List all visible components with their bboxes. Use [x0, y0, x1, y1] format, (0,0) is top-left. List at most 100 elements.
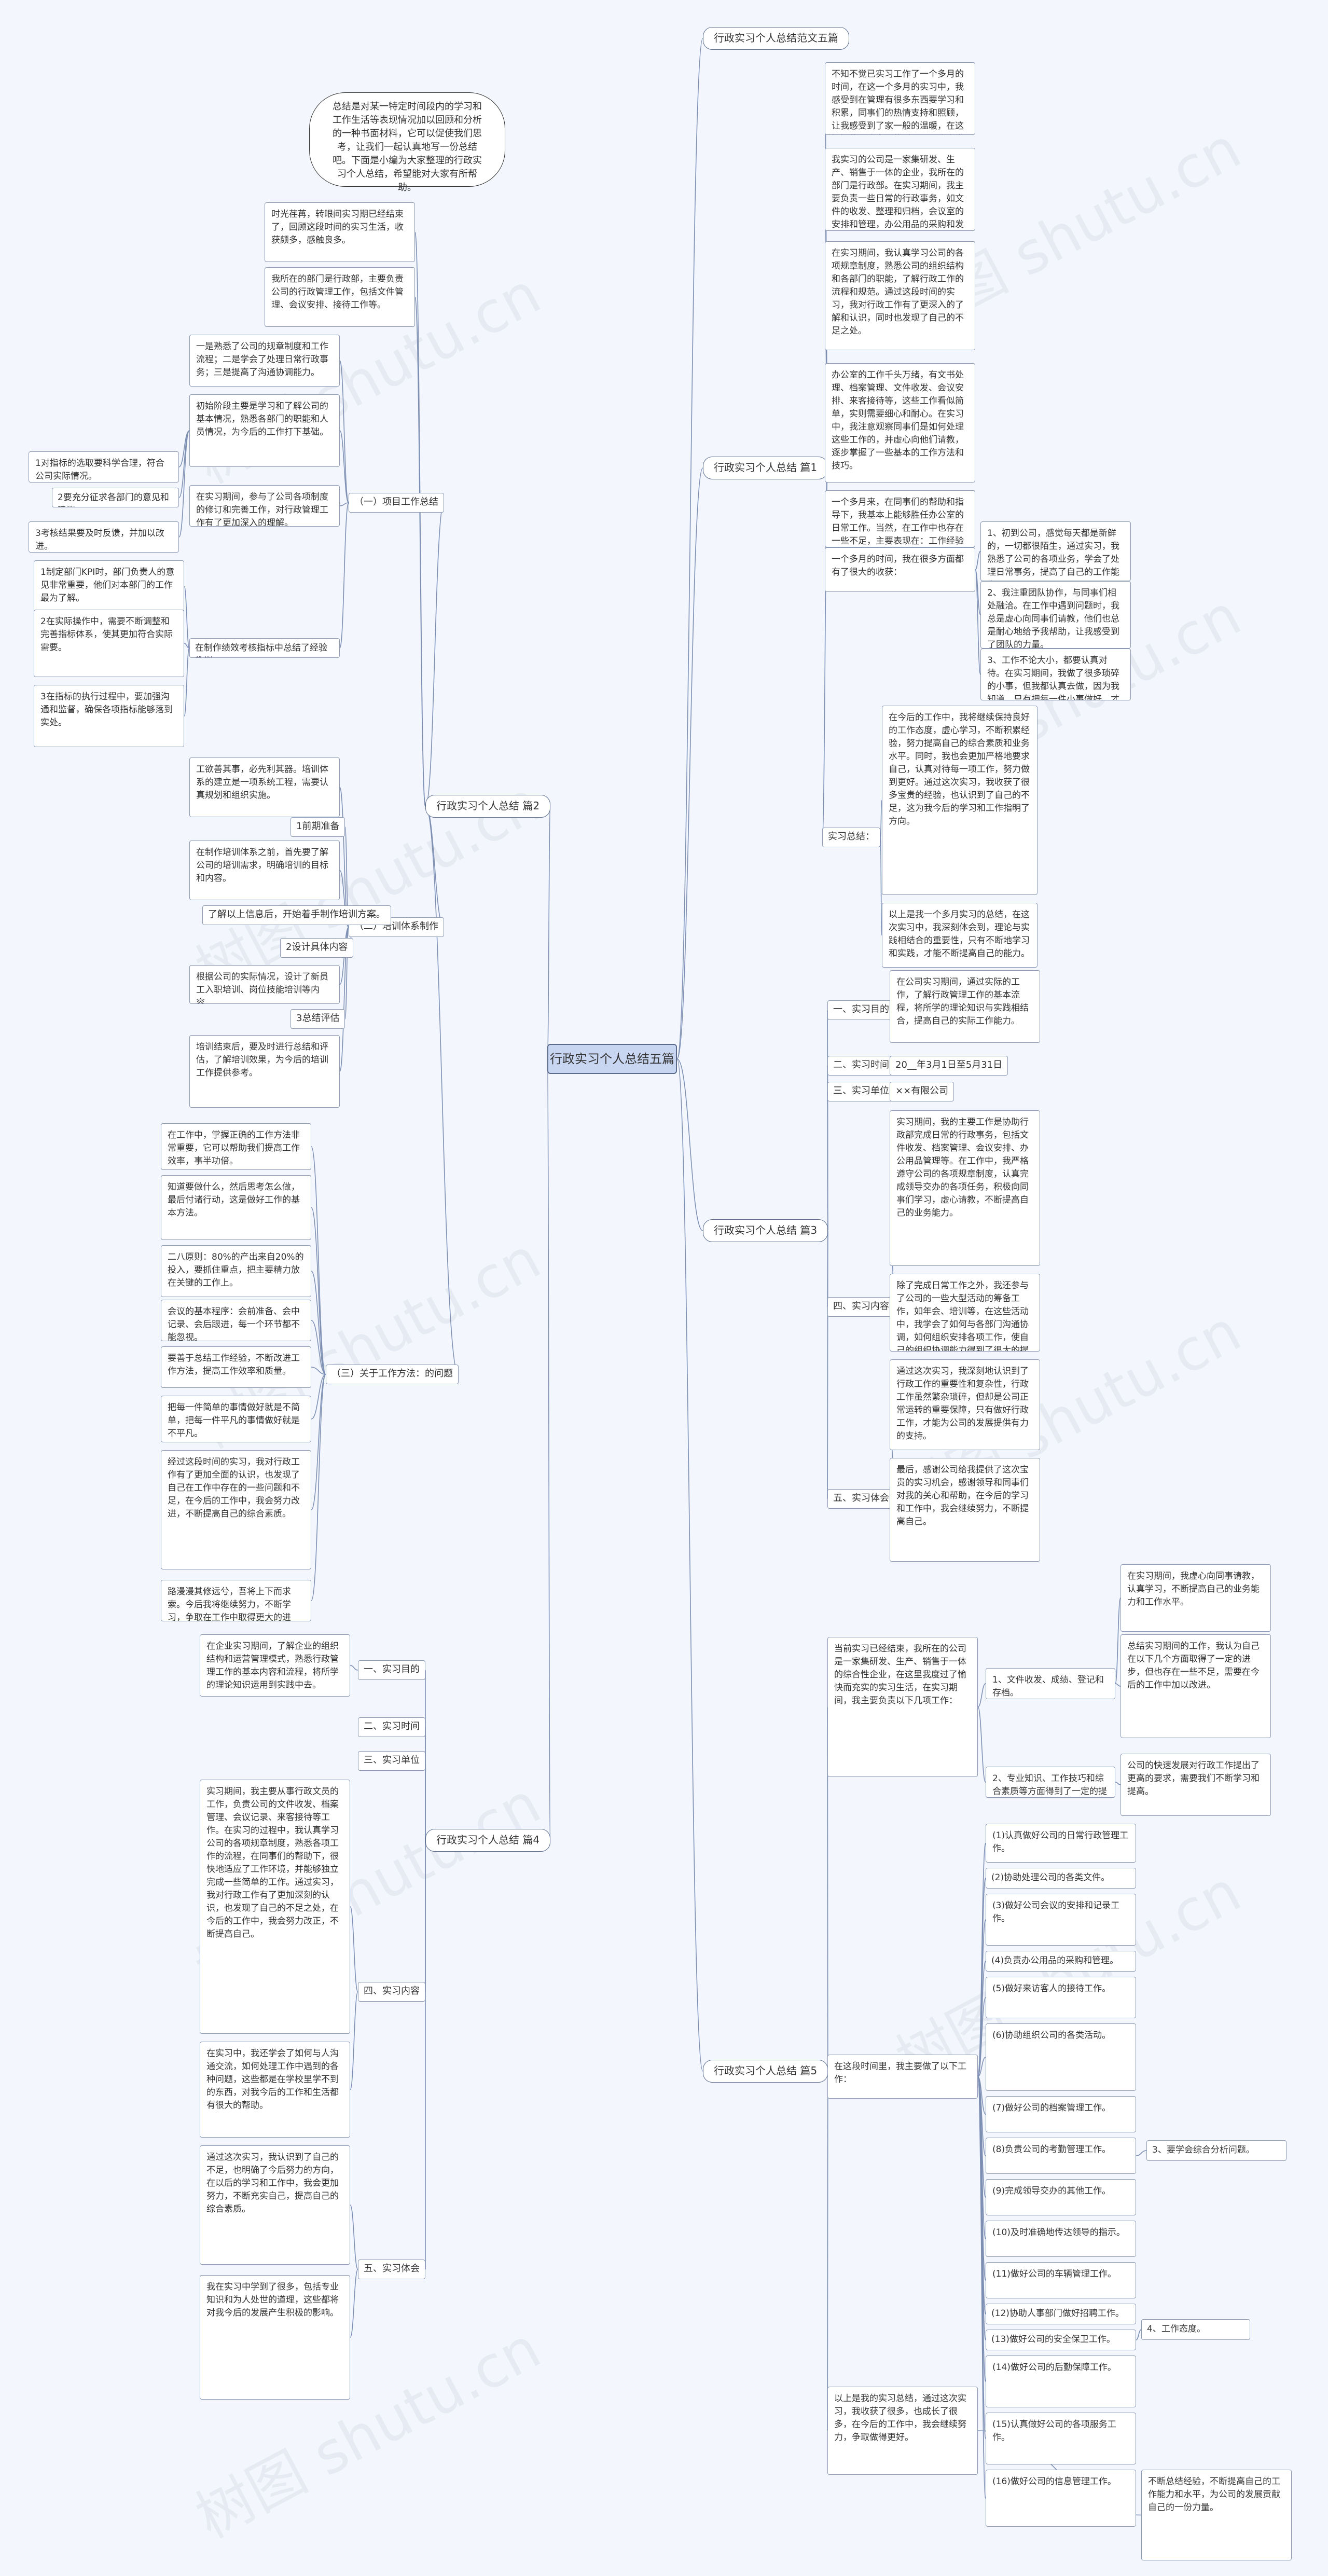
p5-list-item: (12)协助人事部门做好招聘工作。 — [986, 2304, 1136, 2324]
branch-pian1[interactable]: 行政实习个人总结 篇1 — [703, 457, 828, 479]
connector-line — [827, 2071, 828, 2431]
p5-item-note: 在实习期间，我虚心向同事请教，认真学习，不断提高自己的业务能力和工作水平。 — [1120, 1564, 1271, 1632]
p2-training-item: 了解以上信息后，开始着手制作培训方案。 — [202, 905, 391, 925]
p2-section1-sub-label: 在制作绩效考核指标中总结了经验教训： — [189, 638, 340, 658]
p4-section-text: 在实习中，我还学会了如何与人沟通交流，如何处理工作中遇到的各种问题，这些都是在学… — [200, 2042, 350, 2138]
connector-line — [311, 1374, 326, 1510]
p1-paragraph: 不知不觉已实习工作了一个多月的时间，在这一个多月的实习中，我感受到在管理有很多东… — [825, 62, 975, 135]
p4-section-text: 我在实习中学到了很多，包括专业知识和为人处世的道理，这些都将对我今后的发展产生积… — [200, 2275, 350, 2400]
connector-line — [975, 569, 981, 675]
p5-item-note: 公司的快速发展对行政工作提出了更高的要求，需要我们不断学习和提高。 — [1120, 1754, 1271, 1816]
connector-line — [344, 927, 349, 1020]
p2-section1-item: 初始阶段主要是学习和了解公司的基本情况，熟悉各部门的职能和人员情况，为今后的工作… — [189, 394, 340, 467]
p2-kpi-lesson: 2在实际操作中，需要不断调整和完善指标体系，使其更加符合实际需要。 — [34, 610, 184, 677]
p5-list-item: (1)认真做好公司的日常行政管理工作。 — [986, 1824, 1136, 1863]
branch-pian4[interactable]: 行政实习个人总结 篇4 — [425, 1829, 551, 1852]
connector-line — [350, 2205, 358, 2270]
connector-line — [676, 38, 703, 1059]
p3-section-label: 二、实习时间 — [827, 1056, 895, 1076]
p5-item: 1、文件收发、成绩、登记和存档。 — [986, 1668, 1115, 1699]
p5-list-item: (9)完成领导交办的其他工作。 — [986, 2179, 1136, 2215]
p3-section-text: 除了完成日常工作之外，我还参与了公司的一些大型活动的筹备工作，如年会、培训等，在… — [890, 1274, 1040, 1352]
p5-closing-note: 不断总结经验，不断提高自己的工作能力和水平，为公司的发展贡献自己的一份力量。 — [1141, 2470, 1292, 2560]
p5-list-item: (4)负责办公用品的采购和管理。 — [986, 1951, 1136, 1972]
p3-section-label: 五、实习体会 — [827, 1489, 895, 1509]
p5-list-item: (8)负责公司的考勤管理工作。 — [986, 2138, 1136, 2174]
connector-line — [547, 1058, 551, 1841]
connector-line — [676, 1058, 703, 2072]
p5-list-label: 在这段时间里，我主要做了以下工作： — [827, 2055, 978, 2099]
p2-method-item: 经过这段时间的实习，我对行政工作有了更加全面的认识，也发现了自己在工作中存在的一… — [161, 1450, 311, 1569]
p4-section-label: 三、实习单位 — [358, 1751, 425, 1771]
connector-line — [977, 1683, 986, 1707]
connector-line — [425, 806, 445, 928]
p2-section1-label: （一）项目工作总结 — [349, 493, 444, 513]
root-topic[interactable]: 行政实习个人总结五篇 — [547, 1044, 677, 1074]
connector-line — [350, 1906, 358, 1992]
p1-harvest-item: 1、初到公司，感觉每天都是新鲜的，一切都很陌生，通过实习，我熟悉了公司的各项业务… — [980, 521, 1131, 581]
connector-line — [184, 586, 190, 649]
p4-section-label: 四、实习内容 — [358, 1982, 425, 2002]
branch-fanwen[interactable]: 行政实习个人总结范文五篇 — [703, 27, 849, 50]
p2-training-item: 工欲善其事，必先利其器。培训体系的建立是一项系统工程，需要认真规划和组织实施。 — [189, 757, 340, 817]
connector-line — [311, 1207, 326, 1375]
p4-section-text: 通过这次实习，我认识到了自己的不足，也明确了今后努力的方向，在以后的学习和工作中… — [200, 2145, 350, 2265]
p5-list-item: (15)认真做好公司的各项服务工作。 — [986, 2413, 1136, 2464]
connector-line — [827, 1230, 828, 1499]
p5-intro: 当前实习已经结束，我所在的公司是一家集研发、生产、销售于一体的综合性企业，在这里… — [827, 1637, 978, 1777]
connector-line — [339, 927, 349, 1072]
p2-training-item: 2设计具体内容 — [280, 938, 354, 958]
p4-section-text: 在企业实习期间，了解企业的组织结构和运营管理模式，熟悉行政管理工作的基本内容和流… — [200, 1634, 350, 1697]
p3-section-label: 一、实习目的 — [827, 1000, 895, 1020]
p1-practice-item: 以上是我一个多月实习的总结，在这次实习中，我深刻体会到，理论与实践相结合的重要性… — [882, 903, 1038, 968]
connector-line — [311, 1374, 326, 1601]
connector-line — [1136, 2329, 1142, 2340]
p5-side-note: 4、工作态度。 — [1141, 2319, 1250, 2340]
p2-method-item: 要善于总结工作经验，不断改进工作方法，提高工作效率和质量。 — [161, 1346, 311, 1388]
connector-line — [1115, 1683, 1121, 1687]
connector-line — [311, 1271, 326, 1375]
p5-list-item: (3)做好公司会议的安排和记录工作。 — [986, 1894, 1136, 1946]
branch-pian2[interactable]: 行政实习个人总结 篇2 — [425, 795, 551, 818]
branch-pian3[interactable]: 行政实习个人总结 篇3 — [703, 1219, 828, 1242]
connector-line — [425, 806, 459, 1375]
p2-training-item: 在制作培训体系之前，首先要了解公司的培训需求，明确培训的目标和内容。 — [189, 841, 340, 900]
connector-line — [880, 800, 882, 838]
p4-section-label: 二、实习时间 — [358, 1717, 425, 1737]
connector-line — [184, 643, 190, 649]
p3-section-text: 实习期间，我的主要工作是协助行政部完成日常的行政事务，包括文件收发、档案管理、会… — [890, 1110, 1040, 1266]
p5-list-item: (14)做好公司的后勤保障工作。 — [986, 2355, 1136, 2407]
p2-kpi-note: 2要充分征求各部门的意见和建议。 — [52, 488, 179, 507]
connector-line — [311, 1374, 326, 1420]
p4-section-text: 实习期间，我主要从事行政文员的工作，负责公司的文件收发、档案管理、会议记录、来客… — [200, 1780, 350, 2034]
p2-method-item: 二八原则：80%的产出来自20%的投入，要抓住重点，把主要精力放在关键的工作上。 — [161, 1245, 311, 1297]
p5-list-item: (7)做好公司的档案管理工作。 — [986, 2096, 1136, 2132]
p3-section-text: ××有限公司 — [890, 1082, 955, 1101]
connector-line — [425, 502, 445, 807]
p1-paragraph: 我实习的公司是一家集研发、生产、销售于一体的企业，我所在的部门是行政部。在实习期… — [825, 148, 975, 231]
connector-line — [311, 1146, 326, 1375]
connector-line — [184, 648, 190, 717]
connector-line — [311, 1320, 326, 1375]
connector-line — [880, 837, 882, 936]
p2-kpi-lesson: 3在指标的执行过程中，要加强沟通和监督，确保各项指标能够落到实处。 — [34, 685, 184, 747]
connector-line — [1136, 2150, 1147, 2156]
p2-kpi-lesson: 1制定部门KPI时，部门负责人的意见非常重要，他们对本部门的工作最为了解。 — [34, 560, 184, 612]
p5-list-item: (10)及时准确地传达领导的指示。 — [986, 2221, 1136, 2257]
p3-section-text: 最后，感谢公司给我提供了这次宝贵的实习机会，感谢领导和同事们对我的关心和帮助，在… — [890, 1458, 1040, 1562]
p5-list-item: (16)做好公司的信息管理工作。 — [986, 2470, 1136, 2527]
p2-method-item: 把每一件简单的事情做好就是不简单，把每一件平凡的事情做好就是不平凡。 — [161, 1396, 311, 1442]
connector-line — [350, 2269, 358, 2338]
connector-line — [414, 296, 426, 807]
connector-line — [178, 430, 190, 538]
p3-section-text: 在公司实习期间，通过实际的工作，了解行政管理工作的基本流程，将所学的理论知识与实… — [890, 970, 1040, 1043]
p5-item-note: 总结实习期间的工作，我认为自己在以下几个方面取得了一定的进步，但也存在一些不足，… — [1120, 1634, 1271, 1738]
connector-line — [350, 1665, 358, 1671]
p5-side-note: 3、要学会综合分析问题。 — [1146, 2140, 1286, 2161]
connector-line — [676, 1058, 703, 1231]
connector-line — [977, 1706, 986, 1783]
p1-harvest-item: 3、工作不论大小，都要认真对待。在实习期间，我做了很多琐碎的小事，但我都认真去做… — [980, 649, 1131, 700]
branch-pian5[interactable]: 行政实习个人总结 篇5 — [703, 2060, 828, 2083]
connector-line — [1115, 1597, 1121, 1684]
p2-method-item: 会议的基本程序：会前准备、会中记录、会后跟进，每一个环节都不能忽视。 — [161, 1300, 311, 1341]
